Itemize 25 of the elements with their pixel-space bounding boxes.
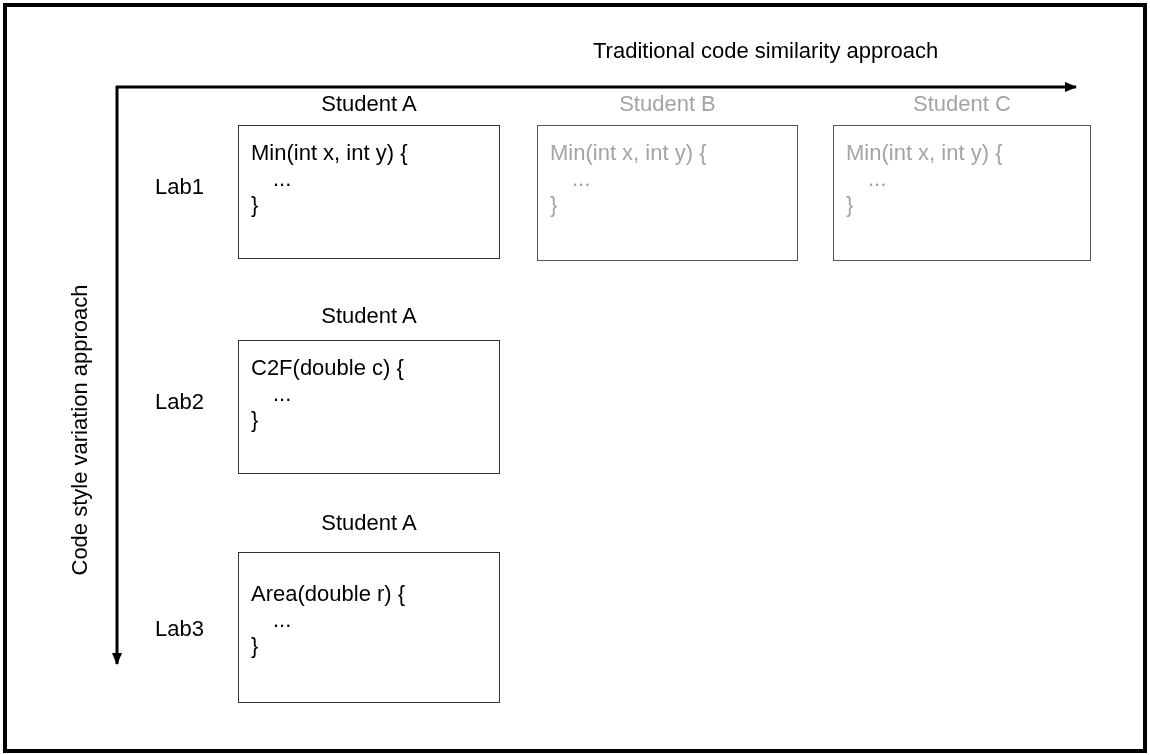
code-line: ... <box>272 381 292 407</box>
column-heading: Student C <box>912 91 1012 117</box>
code-line: Area(double r) { <box>251 581 406 607</box>
axis-label: Traditional code similarity approach <box>593 38 939 64</box>
code-line: ... <box>867 166 887 192</box>
code-line: C2F(double c) { <box>251 355 404 381</box>
code-line: ... <box>272 607 292 633</box>
row-label: Lab3 <box>155 616 204 642</box>
code-line: } <box>251 192 259 218</box>
code-line: } <box>251 633 259 659</box>
code-line: Min(int x, int y) { <box>846 140 1003 166</box>
code-line: Min(int x, int y) { <box>251 140 408 166</box>
code-line: ... <box>571 166 591 192</box>
column-heading: Student A <box>320 91 418 117</box>
row-label: Lab1 <box>155 174 204 200</box>
code-line: ... <box>272 166 292 192</box>
code-line: } <box>550 192 558 218</box>
code-line: Min(int x, int y) { <box>550 140 707 166</box>
row-label: Lab2 <box>155 389 204 415</box>
column-heading: Student B <box>618 91 717 117</box>
code-line: } <box>251 407 259 433</box>
column-heading: Student A <box>320 510 418 536</box>
axis-label: Code style variation approach <box>67 284 93 576</box>
column-heading: Student A <box>320 303 418 329</box>
code-line: } <box>846 192 854 218</box>
